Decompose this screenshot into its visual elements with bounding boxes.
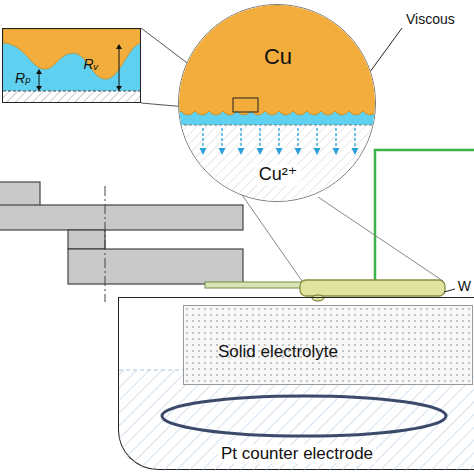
- tank: Pt counter electrode Solid electrolyte: [118, 297, 474, 470]
- zoom-line: [240, 192, 302, 281]
- leader-line: [444, 289, 455, 292]
- contact-point: [312, 295, 324, 301]
- axis-line: [105, 186, 106, 302]
- surface-profile: [3, 29, 141, 103]
- node-text: Rᵥ: [83, 57, 98, 72]
- material-label: Viscous: [406, 12, 455, 27]
- node-text: Cu²⁺: [256, 165, 301, 185]
- holder-strip: [205, 282, 310, 288]
- wire: [375, 150, 474, 282]
- workpiece: [300, 280, 445, 296]
- node-text: Cu: [264, 45, 292, 69]
- node-text: Rₚ: [15, 71, 31, 86]
- zoom-line: [318, 197, 443, 281]
- inset-box: Rₚ Rᵥ: [2, 28, 141, 103]
- solid-electrolyte-block: Solid electrolyte: [183, 305, 473, 385]
- magnifier-circle: CuCu²⁺: [178, 4, 376, 202]
- node-text: Pt counter electrode: [218, 445, 376, 464]
- pt-electrode: [162, 396, 446, 436]
- node-text: Solid electrolyte: [218, 343, 338, 362]
- part-label: W: [458, 279, 471, 294]
